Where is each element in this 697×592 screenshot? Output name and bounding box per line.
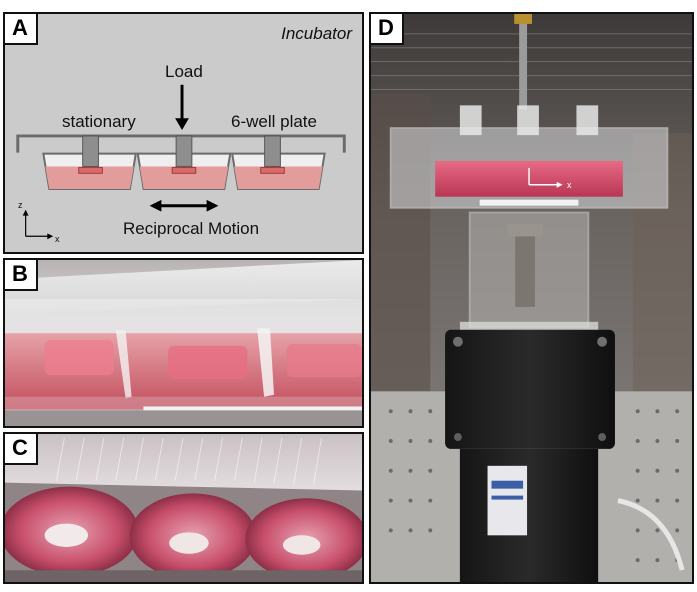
- panel-c-label: C: [5, 434, 38, 465]
- well-2: [136, 135, 232, 191]
- well-3: [231, 135, 326, 191]
- panel-c-photo: C: [3, 432, 364, 584]
- panel-a-label: A: [5, 14, 38, 45]
- panel-b-label: B: [5, 260, 38, 291]
- panel-a-schematic: A Incubator: [3, 12, 364, 254]
- motion-label: Reciprocal Motion: [123, 219, 260, 238]
- well-closeup-photo: [5, 434, 362, 582]
- plate-label: 6-well plate: [231, 112, 317, 131]
- well-1: [42, 135, 137, 191]
- stationary-label: stationary: [62, 112, 136, 131]
- panel-d-label: D: [371, 14, 404, 45]
- bioreactor-schematic: [16, 84, 346, 240]
- load-label: Load: [165, 62, 203, 81]
- panel-d-photo: D: [369, 12, 694, 584]
- axis-z-label: z: [18, 200, 23, 210]
- axes-indicator: [22, 209, 54, 240]
- load-arrow: [175, 84, 189, 131]
- reciprocal-motion-arrow: [149, 199, 219, 212]
- incubator-label: Incubator: [281, 24, 352, 43]
- side-view-photo: [5, 260, 362, 426]
- panel-b-photo: B: [3, 258, 364, 428]
- plate-axis-x-label: x: [567, 180, 572, 190]
- bioreactor-device-photo: [371, 14, 692, 582]
- axis-x-label: x: [55, 234, 60, 244]
